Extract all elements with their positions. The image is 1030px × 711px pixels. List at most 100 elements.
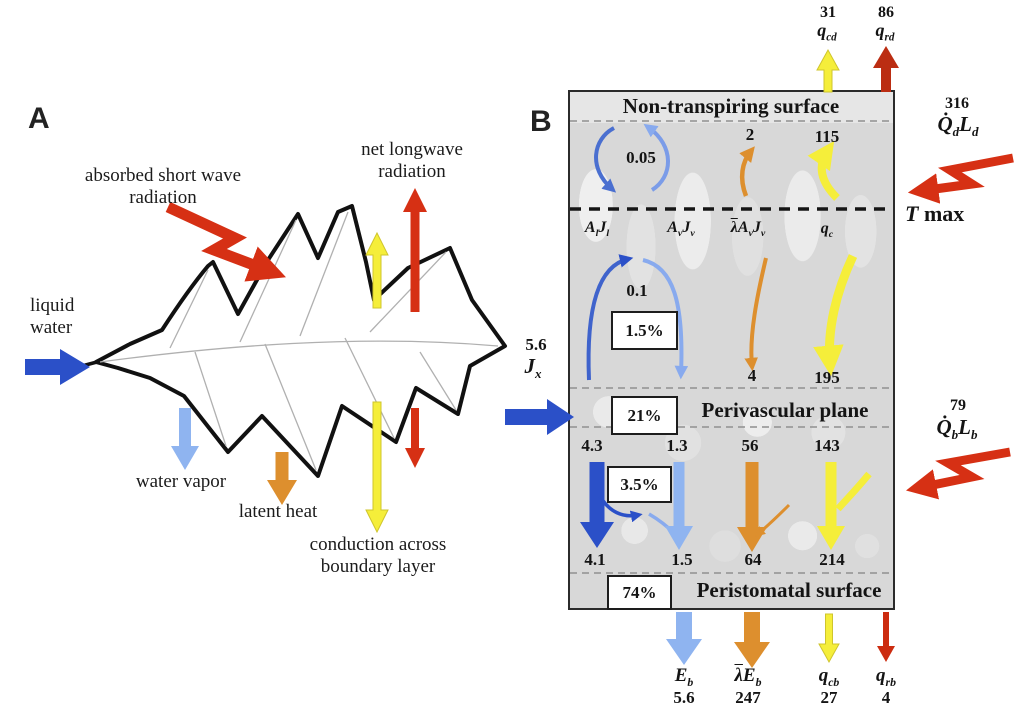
sub: b — [687, 675, 694, 689]
pct-upper-value: 1.5% — [625, 320, 664, 340]
qb-symbol: Q̇bLb — [936, 415, 977, 441]
value-liquid-low-bottom: 4.1 — [584, 550, 606, 569]
col-heat-symbol: qc — [820, 220, 834, 241]
sub: cb — [828, 675, 840, 689]
qcb-value: 27 — [820, 688, 838, 707]
value-liquid-low-top: 4.3 — [581, 436, 603, 455]
qcd-up-arrow — [816, 48, 840, 93]
qrb-value: 4 — [881, 688, 891, 707]
eb-value: 5.6 — [673, 688, 695, 707]
pct-upper-box: 1.5% — [611, 311, 678, 350]
conduction-label-1: conduction across — [309, 534, 447, 555]
script-a: A — [584, 219, 596, 236]
lambda-bar: λ — [734, 665, 743, 686]
qb-value: 79 — [950, 397, 966, 414]
value-arch: 0.1 — [626, 281, 648, 300]
leaf-petiole — [77, 360, 98, 369]
leaf-veins — [99, 211, 499, 471]
sub: v — [677, 228, 683, 240]
panel-a-label: A — [28, 102, 50, 135]
sub: b — [755, 675, 762, 689]
script-a: A — [667, 219, 678, 236]
jx-inflow-arrow — [505, 399, 574, 435]
qd-lightning-arrow — [907, 153, 1014, 204]
net-longwave-label-2: radiation — [378, 161, 446, 182]
qrd-up-arrow — [873, 46, 899, 92]
qcb-out-arrow — [818, 613, 840, 664]
max-text: max — [923, 201, 965, 226]
qrb-out-arrow — [877, 612, 895, 662]
col-latent-symbol: λAvJv — [730, 219, 766, 240]
value-vapor-top: 2 — [745, 125, 755, 144]
net-longwave-label-1: net longwave — [361, 139, 463, 160]
lambda-bar: λ — [730, 219, 738, 236]
t-symbol: T — [905, 201, 919, 226]
leb-symbol: λEb — [734, 665, 762, 689]
conduction-label-2: boundary layer — [320, 556, 436, 577]
conduction-down-arrow — [365, 401, 389, 534]
sub: b — [951, 427, 959, 443]
value-circulation: 0.05 — [626, 148, 656, 167]
sub: rb — [885, 675, 896, 689]
longwave-down-arrow — [405, 408, 425, 468]
l-symbol: L — [958, 415, 971, 439]
col-vapor-symbol: AvJv — [667, 219, 695, 240]
leb-value: 247 — [735, 688, 761, 707]
value-heat-low-top: 143 — [814, 436, 840, 455]
tmax-label: T max — [905, 202, 964, 225]
absorbed-shortwave-label-2: radiation — [129, 187, 197, 208]
absorbed-shortwave-label-1: absorbed short wave — [84, 165, 242, 186]
shortwave-lightning-arrow — [165, 202, 286, 282]
eb-symbol: Eb — [675, 666, 694, 689]
j-symbol: J — [752, 219, 761, 236]
latent-heat-label: latent heat — [238, 501, 318, 522]
sub: v — [748, 228, 753, 240]
j-symbol: J — [682, 219, 691, 236]
qcb-symbol: qcb — [818, 665, 840, 689]
sub: d — [952, 124, 960, 140]
surface-bottom-title: Peristomatal surface — [696, 578, 882, 602]
value-heat-top: 115 — [814, 127, 840, 146]
pct-bottom-value: 74% — [622, 582, 657, 602]
e-symbol: E — [742, 665, 756, 686]
qd-value: 316 — [945, 95, 969, 112]
sub: rd — [884, 31, 895, 44]
value-heat-low-bottom: 214 — [819, 550, 845, 569]
qrb-symbol: qrb — [876, 665, 896, 689]
leb-out-arrow — [734, 612, 770, 668]
pct-mid-value: 21% — [627, 405, 662, 425]
q-symbol: q — [818, 665, 829, 686]
sub: v — [690, 228, 695, 240]
q-symbol: q — [875, 20, 885, 40]
j-symbol: J — [524, 354, 535, 378]
panel-b-micrograph-box — [568, 90, 895, 610]
panel-b-label: B — [530, 105, 552, 138]
non-transpiring-band — [570, 92, 893, 123]
surface-mid-title: Perivascular plane — [701, 398, 869, 422]
eb-out-arrow — [666, 612, 702, 665]
sub: l — [606, 228, 610, 240]
q-dot-symbol: Q̇ — [936, 415, 952, 439]
l-symbol: L — [959, 112, 972, 136]
sub: cd — [826, 31, 837, 44]
sub: v — [760, 228, 766, 240]
sub: c — [828, 229, 834, 241]
qb-lightning-arrow — [906, 447, 1011, 500]
pct-bottom-box: 74% — [607, 575, 672, 610]
q-symbol: q — [876, 665, 886, 686]
jx-symbol: Jx — [524, 354, 541, 380]
jx-value: 5.6 — [525, 335, 547, 354]
j-symbol: J — [598, 219, 607, 236]
latent-heat-arrow — [267, 452, 297, 505]
sub: x — [534, 366, 542, 382]
water-vapor-arrow — [171, 408, 199, 470]
liquid-water-arrow — [25, 349, 90, 385]
sub: d — [972, 124, 979, 140]
q-symbol: q — [820, 220, 829, 237]
leaf-outline — [94, 204, 507, 478]
value-vapor-mid: 4 — [747, 366, 757, 385]
qrd-value: 86 — [878, 4, 894, 21]
q-dot-symbol: Q̇ — [937, 112, 953, 136]
surface-top-title: Non-transpiring surface — [622, 94, 840, 118]
